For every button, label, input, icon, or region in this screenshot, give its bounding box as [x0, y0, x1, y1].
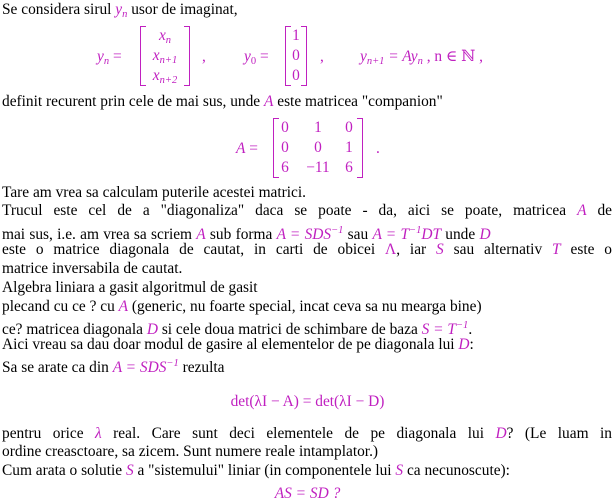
- equation-as-sd: AS = SD ?: [274, 485, 341, 502]
- vector-entry: 0: [292, 47, 300, 64]
- text-line: Sa se arate ca din A = SDS−1 rezulta: [2, 358, 225, 376]
- intro-line: Se considera sirul yn usor de imaginat,: [2, 1, 612, 24]
- equation-determinant: det(λI − A) = det(λI − D): [230, 393, 385, 410]
- matrix-entry: −11: [306, 159, 330, 176]
- vector-entry: xn+2: [152, 67, 178, 86]
- text-line: pentru orice λ real. Care sunt deci elem…: [2, 425, 612, 442]
- matrix-entry: 0: [345, 119, 353, 136]
- text-line: matrice inversabila de cautat.: [2, 260, 183, 277]
- text-line: Cum arata o solutie S a "sistemului" lin…: [2, 462, 510, 479]
- text-line: Trucul este cel de a "diagonaliza" daca …: [2, 202, 613, 219]
- math-formula: A = SDS−1: [276, 225, 344, 243]
- math-A: A: [263, 93, 274, 110]
- matrix-entry: 1: [345, 139, 353, 156]
- text-run: usor de imaginat,: [127, 1, 238, 18]
- math-yn-lhs: yn =: [97, 48, 122, 67]
- matrix-entry: 6: [345, 159, 353, 176]
- text-run: Se considera sirul: [2, 1, 116, 18]
- vector-entry: xn+1: [152, 47, 178, 66]
- math-yn: yn: [115, 1, 128, 20]
- vector-entry: xn: [158, 27, 172, 46]
- period: .: [376, 140, 380, 157]
- text-line: plecand cu ce ? cu A (generic, nu foarte…: [2, 298, 482, 315]
- math-y0: y0 =: [244, 48, 269, 67]
- comma: ,: [202, 48, 206, 65]
- text-line: Aici vreau sa dau doar modul de gasire a…: [2, 336, 474, 353]
- math-recurrence: yn+1 = Ayn , n ∈ ℕ ,: [360, 48, 483, 67]
- matrix-entry: 0: [281, 119, 289, 136]
- equation-companion-matrix: AA = = 0 1 0 0 0 1 6 −11 6 .: [0, 118, 615, 180]
- text-line: mai sus, i.e. am vrea sa scriem A sub fo…: [2, 225, 491, 243]
- math-formula: A = T−1DT: [372, 225, 442, 243]
- math-formula: A = SDS−1: [112, 358, 179, 376]
- matrix-entry: 0: [281, 139, 289, 156]
- definition-line: definit recurent prin cele de mai sus, u…: [2, 93, 443, 110]
- text-line: ce? matricea diagonala D si cele doua ma…: [2, 320, 473, 338]
- math-A-lhs: AA = =: [236, 140, 258, 157]
- companion-matrix: 0 1 0 0 0 1 6 −11 6: [273, 118, 363, 178]
- matrix-entry: 1: [314, 119, 322, 136]
- vector-y0: 1 0 0: [285, 26, 307, 86]
- comma: ,: [320, 48, 324, 65]
- text-line: este o matrice diagonala de cautat, in c…: [2, 241, 613, 258]
- matrix-entry: 0: [314, 139, 322, 156]
- equation-sequence-definition: yn = xn xn+1 xn+2 , y0 = 1 0 0 , yn+1 = …: [0, 26, 615, 88]
- vector-entry: 1: [292, 27, 300, 44]
- text-line: ordine creasctoare, sa zicem. Sunt numer…: [2, 443, 379, 460]
- text-line: Algebra liniara a gasit algoritmul de ga…: [2, 279, 258, 296]
- matrix-entry: 6: [281, 159, 289, 176]
- math-formula: S = T−1: [421, 320, 469, 338]
- text-line: Tare am vrea sa calculam puterile aceste…: [2, 184, 307, 201]
- vector-entry: 0: [292, 67, 300, 84]
- vector-xn: xn xn+1 xn+2: [140, 26, 190, 86]
